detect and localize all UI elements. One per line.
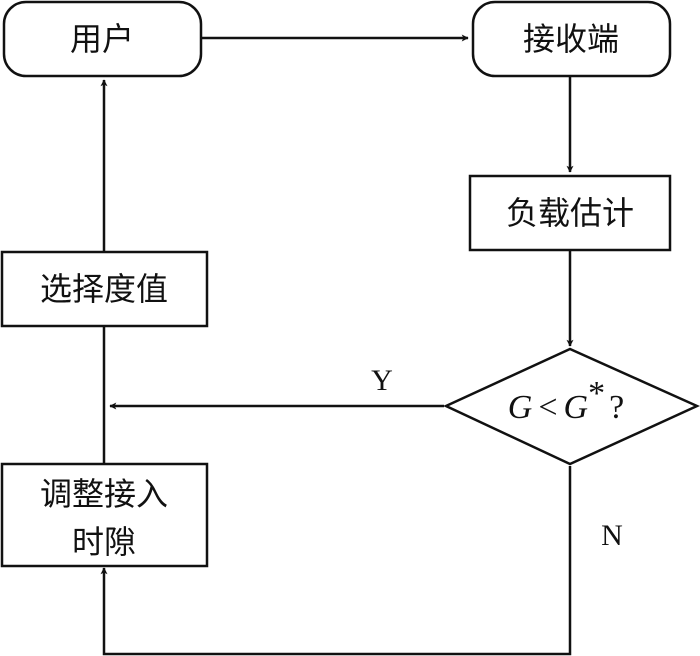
node-select-threshold-label: 选择度值 — [40, 270, 168, 308]
node-select-threshold: 选择度值 — [0, 250, 209, 328]
node-load-estimate-label: 负载估计 — [506, 194, 634, 232]
node-load-estimate: 负载估计 — [468, 174, 672, 252]
node-decision: G<G*? — [443, 347, 700, 466]
node-user-label: 用户 — [70, 20, 134, 58]
edge-label-yes: Y — [371, 364, 393, 397]
node-receiver-label: 接收端 — [523, 20, 619, 58]
node-adjust-slot: 调整接入 时隙 — [0, 462, 209, 568]
node-adjust-slot-label-line2: 时隙 — [72, 523, 136, 561]
node-adjust-slot-label-line1: 调整接入 — [40, 475, 168, 513]
node-decision-label: G<G*? — [508, 375, 624, 426]
node-user: 用户 — [2, 0, 203, 78]
node-receiver: 接收端 — [471, 0, 672, 78]
edge-label-no: N — [601, 519, 623, 552]
edge-decision-no — [100, 466, 572, 656]
